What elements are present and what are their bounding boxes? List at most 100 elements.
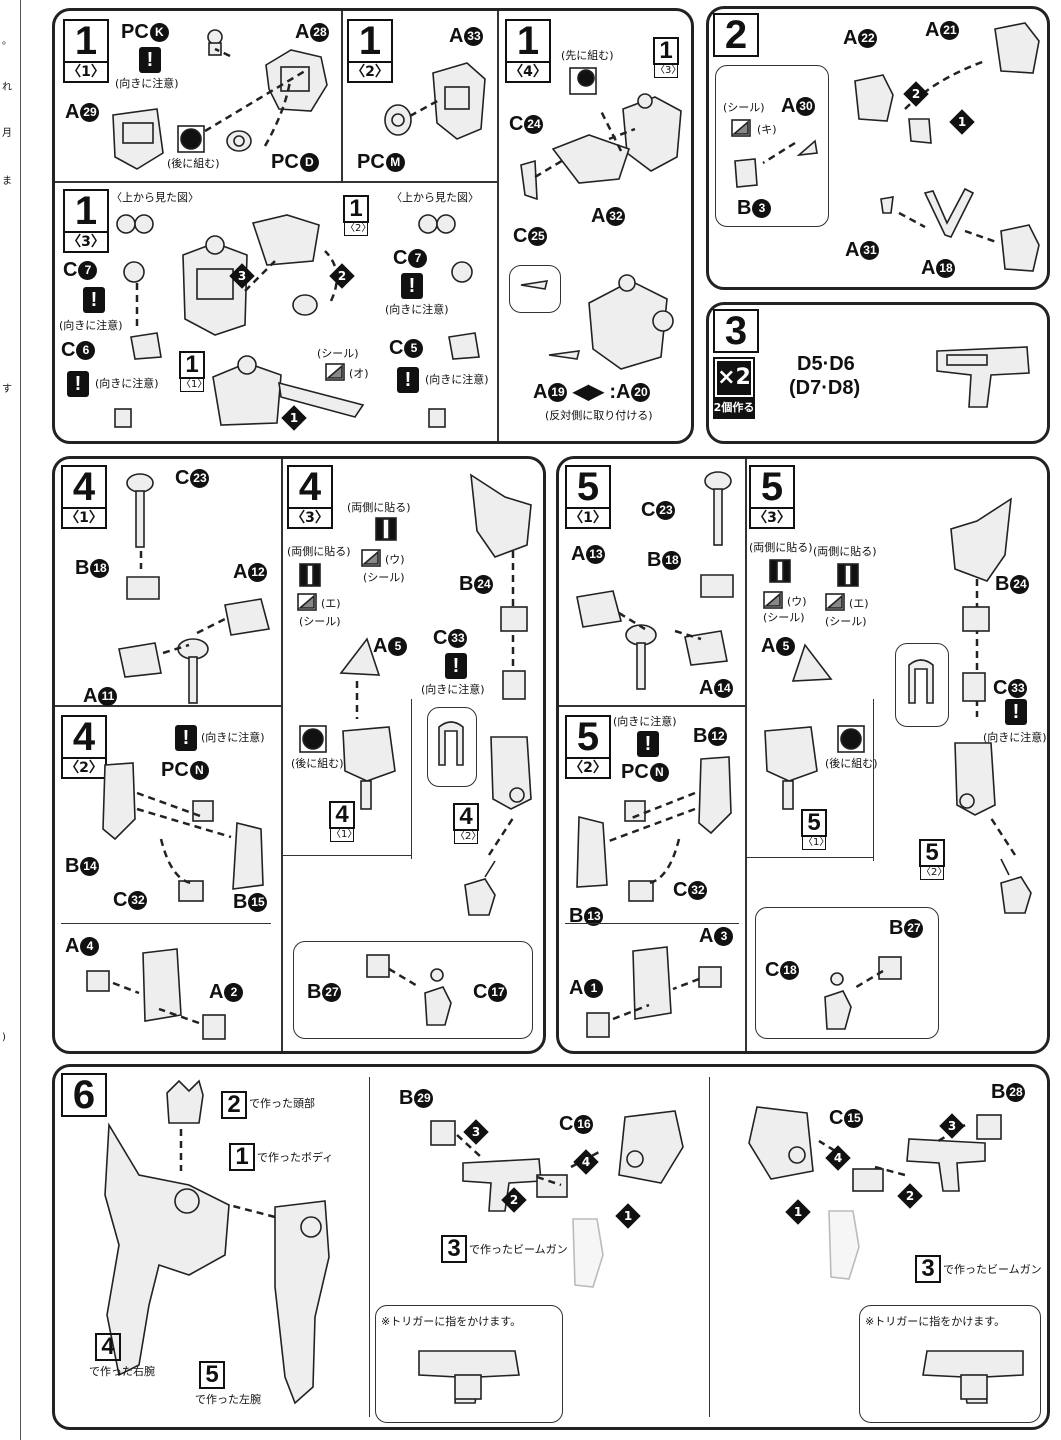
step-ref-3: 3: [441, 1235, 467, 1263]
seal-note: (シール): [299, 615, 341, 628]
assembly-arrow: [487, 814, 517, 856]
torso-assembly-part: [182, 235, 248, 336]
step-6-number: 6: [61, 1073, 107, 1117]
seal-mark: (ウ): [385, 553, 405, 566]
both-sides-icon: [837, 563, 859, 587]
attention-note: (向きに注意): [613, 715, 677, 728]
shoulder-joint-part: [130, 332, 162, 360]
view-from-top-note: 〈上から見た図〉: [391, 191, 479, 204]
forearm-part: [632, 946, 672, 1020]
joint-cutaway: [908, 659, 934, 704]
polycap-part: [226, 130, 252, 152]
step-ref-5: 5: [199, 1361, 225, 1389]
attention-note: (向きに注意): [421, 683, 485, 696]
attention-icon: !: [175, 725, 197, 751]
step-5-3-number: 5〈3〉: [749, 465, 795, 529]
seal-note: (シール): [317, 347, 359, 360]
attention-icon: !: [445, 653, 467, 679]
parts-list-d7-d8: (D7·D8): [789, 377, 861, 399]
small-connector-part: [628, 880, 654, 902]
assemble-after-icon: [177, 125, 205, 153]
assembly-arrow: [162, 617, 226, 655]
seal-mark: (オ): [349, 367, 369, 380]
step6-panel: 6 2 で作った頭部 1 で作ったボディ 4 で作った右腕 5 で作った左腕 B…: [52, 1064, 1050, 1430]
shoulder-joint-part: [962, 672, 986, 702]
sensor-part: [880, 196, 894, 214]
polycap-part: [624, 800, 646, 822]
shoulder-fin-part: [791, 643, 833, 682]
prev-page-fragment: ま: [2, 176, 12, 187]
left-arm-ref-text: で作った左腕: [195, 1393, 261, 1406]
hand-part: [1000, 858, 1032, 914]
forearm-part: [954, 742, 996, 816]
shoulder-joint-part: [962, 606, 990, 632]
times-two-label: ×2: [715, 359, 753, 397]
attention-icon: !: [401, 273, 423, 299]
seal-note: (シール): [825, 615, 867, 628]
both-sides-note: (両側に貼る): [749, 541, 813, 554]
chest-part: [251, 214, 320, 266]
attention-note: (向きに注意): [59, 319, 123, 332]
waist-part: [112, 108, 164, 170]
order-marker: 4: [825, 1145, 851, 1171]
v-fin-part: [923, 187, 975, 238]
elbow-joint-part: [625, 624, 657, 690]
body-ref-text: で作ったボディ: [257, 1151, 334, 1164]
forearm-part: [142, 948, 182, 1022]
order-marker: 3: [463, 1119, 489, 1145]
seal-icon: [297, 593, 317, 611]
order-marker: 2: [501, 1187, 527, 1213]
order-marker: 3: [229, 263, 255, 289]
wrist-part: [366, 954, 390, 978]
attention-icon: !: [139, 47, 161, 73]
assembly-arrow: [898, 211, 1000, 245]
top-view-part: [418, 214, 456, 234]
shoulder-fin-part: [339, 637, 381, 676]
forearm-part: [748, 1106, 814, 1180]
seal-sheet: [278, 381, 365, 418]
step-ref-4: 4: [95, 1333, 121, 1361]
forearm-cover-part: [232, 821, 264, 890]
assembly-arrow: [608, 791, 696, 885]
shoulder-ball-part: [123, 261, 145, 283]
parts-list-d5-d6: D5·D6: [797, 353, 855, 375]
small-connector-part: [178, 880, 204, 902]
step-ref-4-2: 4〈2〉: [453, 803, 482, 844]
assembly-arrow: [409, 97, 442, 118]
head-back-part: [994, 22, 1040, 74]
attention-icon: !: [1005, 699, 1027, 725]
shoulder-armor-part: [950, 497, 1012, 582]
forearm-part: [490, 736, 532, 810]
armor-plate-part: [698, 966, 722, 988]
